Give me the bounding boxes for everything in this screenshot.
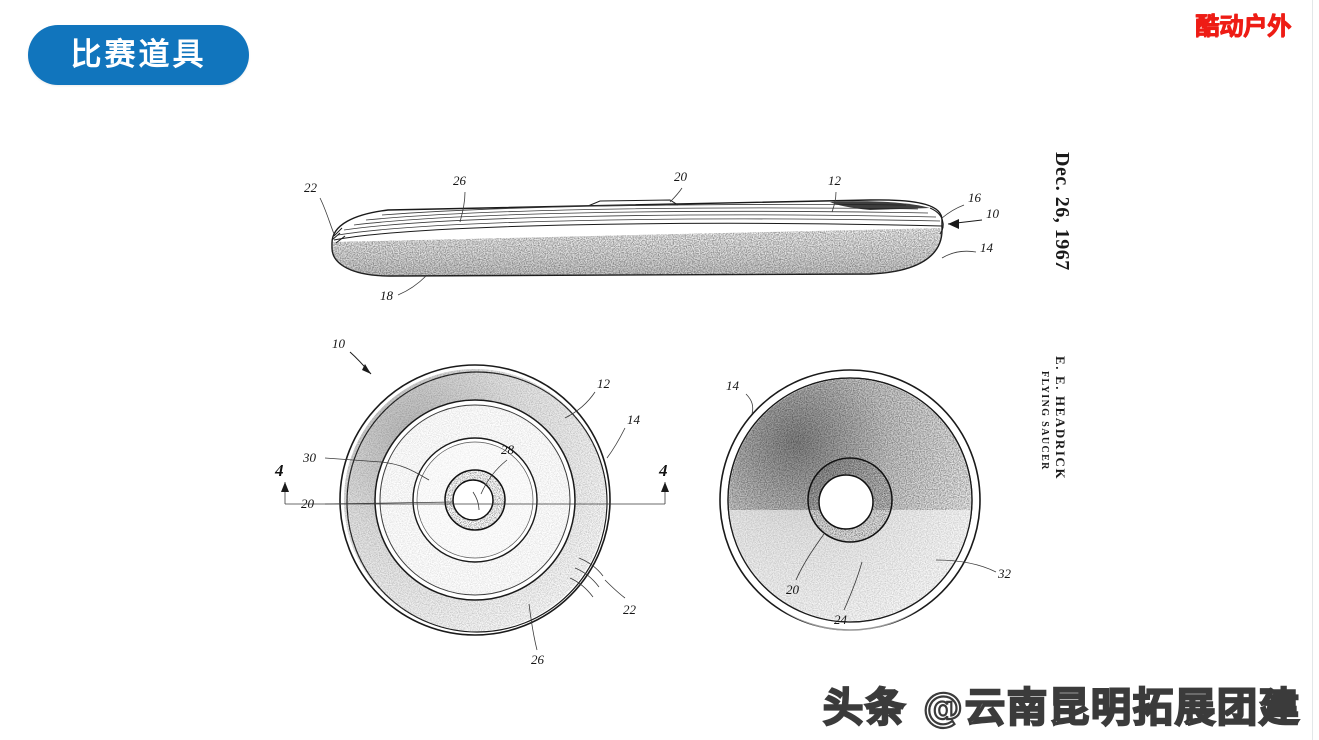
ref-12-top: 12 — [597, 376, 611, 391]
top-ring-30 — [374, 399, 576, 601]
top-ring-26 — [412, 437, 538, 563]
ref-26-top: 26 — [531, 652, 545, 667]
brand-logo-text: 酷动户外 — [1195, 12, 1291, 40]
section-badge-label: 比赛道具 — [70, 36, 207, 73]
ref-22-top: 22 — [623, 602, 637, 617]
watermark: 头条 @云南昆明拓展团建 — [822, 685, 1301, 731]
section-label-right: 4 — [658, 461, 668, 480]
ref-20-bottom: 20 — [786, 582, 800, 597]
ref-28-top: 28 — [501, 442, 515, 457]
brand-logo: 酷动户外 — [1195, 14, 1291, 38]
bottom-boss-outer — [807, 457, 893, 543]
top-hub-outer — [444, 469, 506, 531]
patent-title: FLYING SAUCER — [1039, 371, 1050, 471]
patent-drawing: 22 26 20 12 16 10 14 — [270, 130, 1110, 670]
ref-10-arrowhead — [948, 219, 959, 229]
bottom-inner-edge-stroke — [727, 377, 973, 623]
figure-top-plan: 4 4 10 30 20 28 12 — [274, 336, 669, 667]
section-arrow-left — [281, 482, 289, 492]
ref-24-bottom: 24 — [834, 612, 848, 627]
patent-date: Dec. 26, 1967 — [1051, 152, 1073, 271]
ref-10-side: 10 — [986, 206, 1000, 221]
ref-30-top: 30 — [302, 450, 317, 465]
ref-10-top: 10 — [332, 336, 346, 351]
section-badge[interactable]: 比赛道具 — [28, 25, 249, 85]
figure-bottom-plan: 14 20 24 32 — [719, 369, 1012, 631]
patent-drawing-svg: 22 26 20 12 16 10 14 — [274, 169, 1012, 667]
patent-inventor-name: E. E. HEADRICK — [1053, 356, 1068, 481]
bottom-rim-highlight — [729, 510, 971, 631]
section-label-left: 4 — [274, 461, 284, 480]
side-rim-shading — [332, 228, 942, 276]
ref-22-side: 22 — [304, 180, 318, 195]
page-edge-divider — [1312, 0, 1313, 740]
ref-16-side: 16 — [968, 190, 982, 205]
ref-14-bottom: 14 — [726, 378, 740, 393]
top-inner-annulus-stipple — [416, 442, 533, 558]
ref-20-top: 20 — [301, 496, 315, 511]
bottom-boss-inner — [818, 474, 874, 530]
ref-12-side: 12 — [828, 173, 842, 188]
ref-14-top: 14 — [627, 412, 641, 427]
ref-26-side: 26 — [453, 173, 467, 188]
top-hub-inner — [452, 479, 494, 521]
ref-10-top-arrowhead — [362, 364, 371, 374]
ref-18-side: 18 — [380, 288, 394, 303]
watermark-text: 头条 @云南昆明拓展团建 — [822, 685, 1301, 731]
ref-20-side: 20 — [674, 169, 688, 184]
side-deck-shadow — [830, 201, 930, 210]
ref-14-side: 14 — [980, 240, 994, 255]
top-mid-annulus-stipple — [379, 405, 570, 595]
ref-32-bottom: 32 — [997, 566, 1012, 581]
figure-side-elevation: 22 26 20 12 16 10 14 — [304, 169, 1000, 303]
section-arrow-right — [661, 482, 669, 492]
